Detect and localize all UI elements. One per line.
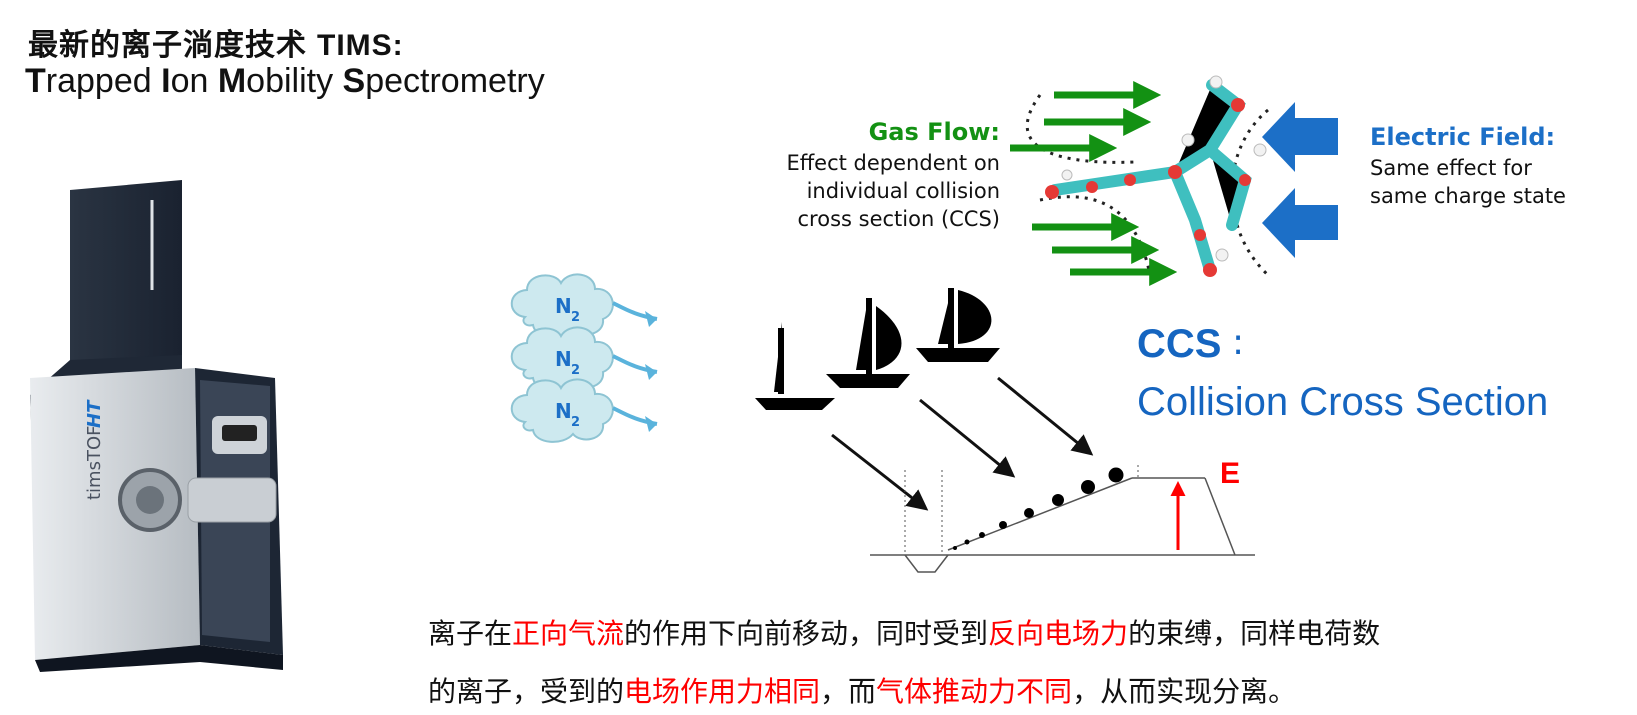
- ion-dots: [953, 467, 1124, 550]
- caption-line-1: 离子在正向气流的作用下向前移动，同时受到反向电场力的束缚，同样电荷数: [428, 612, 1380, 652]
- gas-flow-arrows: [1010, 81, 1178, 286]
- page-title-cn: 最新的离子淌度技术 TIMS:: [28, 20, 404, 64]
- title-en-on: on: [170, 62, 218, 100]
- ccs-abbreviation: CCS: [1137, 322, 1222, 366]
- gas-flow-description: Effect dependent on individual collision…: [700, 149, 1000, 233]
- cloud-shape: [510, 378, 614, 443]
- n2-label: N: [555, 347, 572, 371]
- title-en-m: M: [217, 62, 247, 100]
- gas-flow-line: individual collision: [806, 179, 1000, 203]
- electric-field-arrows: [1262, 102, 1344, 258]
- sailboats: [755, 288, 1000, 410]
- cloud-shape: [510, 326, 614, 391]
- electric-field-description: Same effect for same charge state: [1370, 154, 1566, 210]
- electric-field-line: same charge state: [1370, 184, 1566, 208]
- caption-text: 的束缚，同样电荷数: [1128, 617, 1381, 650]
- caption-text: ，从而实现分离。: [1072, 675, 1297, 708]
- caption-highlight: 正向气流: [512, 617, 625, 650]
- instrument-model-text: HT: [84, 399, 105, 428]
- gas-flow-line: Effect dependent on: [786, 151, 1000, 175]
- n2-label: N: [555, 399, 572, 423]
- instrument-image: timsTOF HT: [30, 180, 283, 672]
- caption-text: ，而: [820, 675, 877, 708]
- electric-field-title: Electric Field:: [1370, 123, 1556, 151]
- title-tims: TIMS:: [317, 29, 404, 62]
- ccs-full-name: Collision Cross Section: [1137, 380, 1549, 424]
- molecule-illustration: [1010, 75, 1344, 286]
- n2-subscript: 2: [571, 310, 580, 325]
- sailboat-large: [916, 288, 1000, 362]
- title-en-s: S: [342, 62, 366, 100]
- title-en-rapped: rapped: [45, 62, 162, 100]
- field-profile: [870, 465, 1255, 573]
- title-cn-text: 最新的离子淌度技术: [28, 28, 307, 63]
- page-title-en: Trapped Ion Mobility Spectrometry: [25, 62, 545, 101]
- instrument-brand-text: timsTOF: [84, 426, 105, 501]
- title-en-i: I: [161, 62, 171, 100]
- energy-label: E: [1220, 457, 1241, 490]
- caption-text: 的作用下向前移动，同时受到: [624, 617, 989, 650]
- sailboat-small: [755, 322, 835, 410]
- sailboat-medium: [826, 298, 910, 388]
- caption-text: 离子在: [428, 617, 513, 650]
- caption-line-2: 的离子，受到的电场作用力相同，而气体推动力不同，从而实现分离。: [428, 670, 1296, 710]
- n2-subscript: 2: [571, 415, 580, 430]
- gas-flow-line: cross section (CCS): [797, 207, 1000, 231]
- caption-highlight: 反向电场力: [988, 617, 1129, 650]
- n2-label: N: [555, 294, 572, 318]
- n2-clouds: N 2 N 2 N 2: [510, 273, 658, 443]
- cloud-shape: [510, 273, 614, 338]
- electric-field-line: Same effect for: [1370, 156, 1532, 180]
- caption-text: 的离子，受到的: [428, 675, 625, 708]
- title-en-t: T: [25, 62, 46, 100]
- caption-highlight: 气体推动力不同: [876, 675, 1073, 708]
- gas-flow-title: Gas Flow:: [868, 118, 1000, 146]
- n2-subscript: 2: [571, 363, 580, 378]
- drift-arrows: [831, 376, 1094, 511]
- ccs-colon: :: [1232, 322, 1245, 363]
- title-en-pectrometry: pectrometry: [365, 62, 545, 100]
- caption-highlight: 电场作用力相同: [624, 675, 821, 708]
- title-en-obility: obility: [246, 62, 343, 100]
